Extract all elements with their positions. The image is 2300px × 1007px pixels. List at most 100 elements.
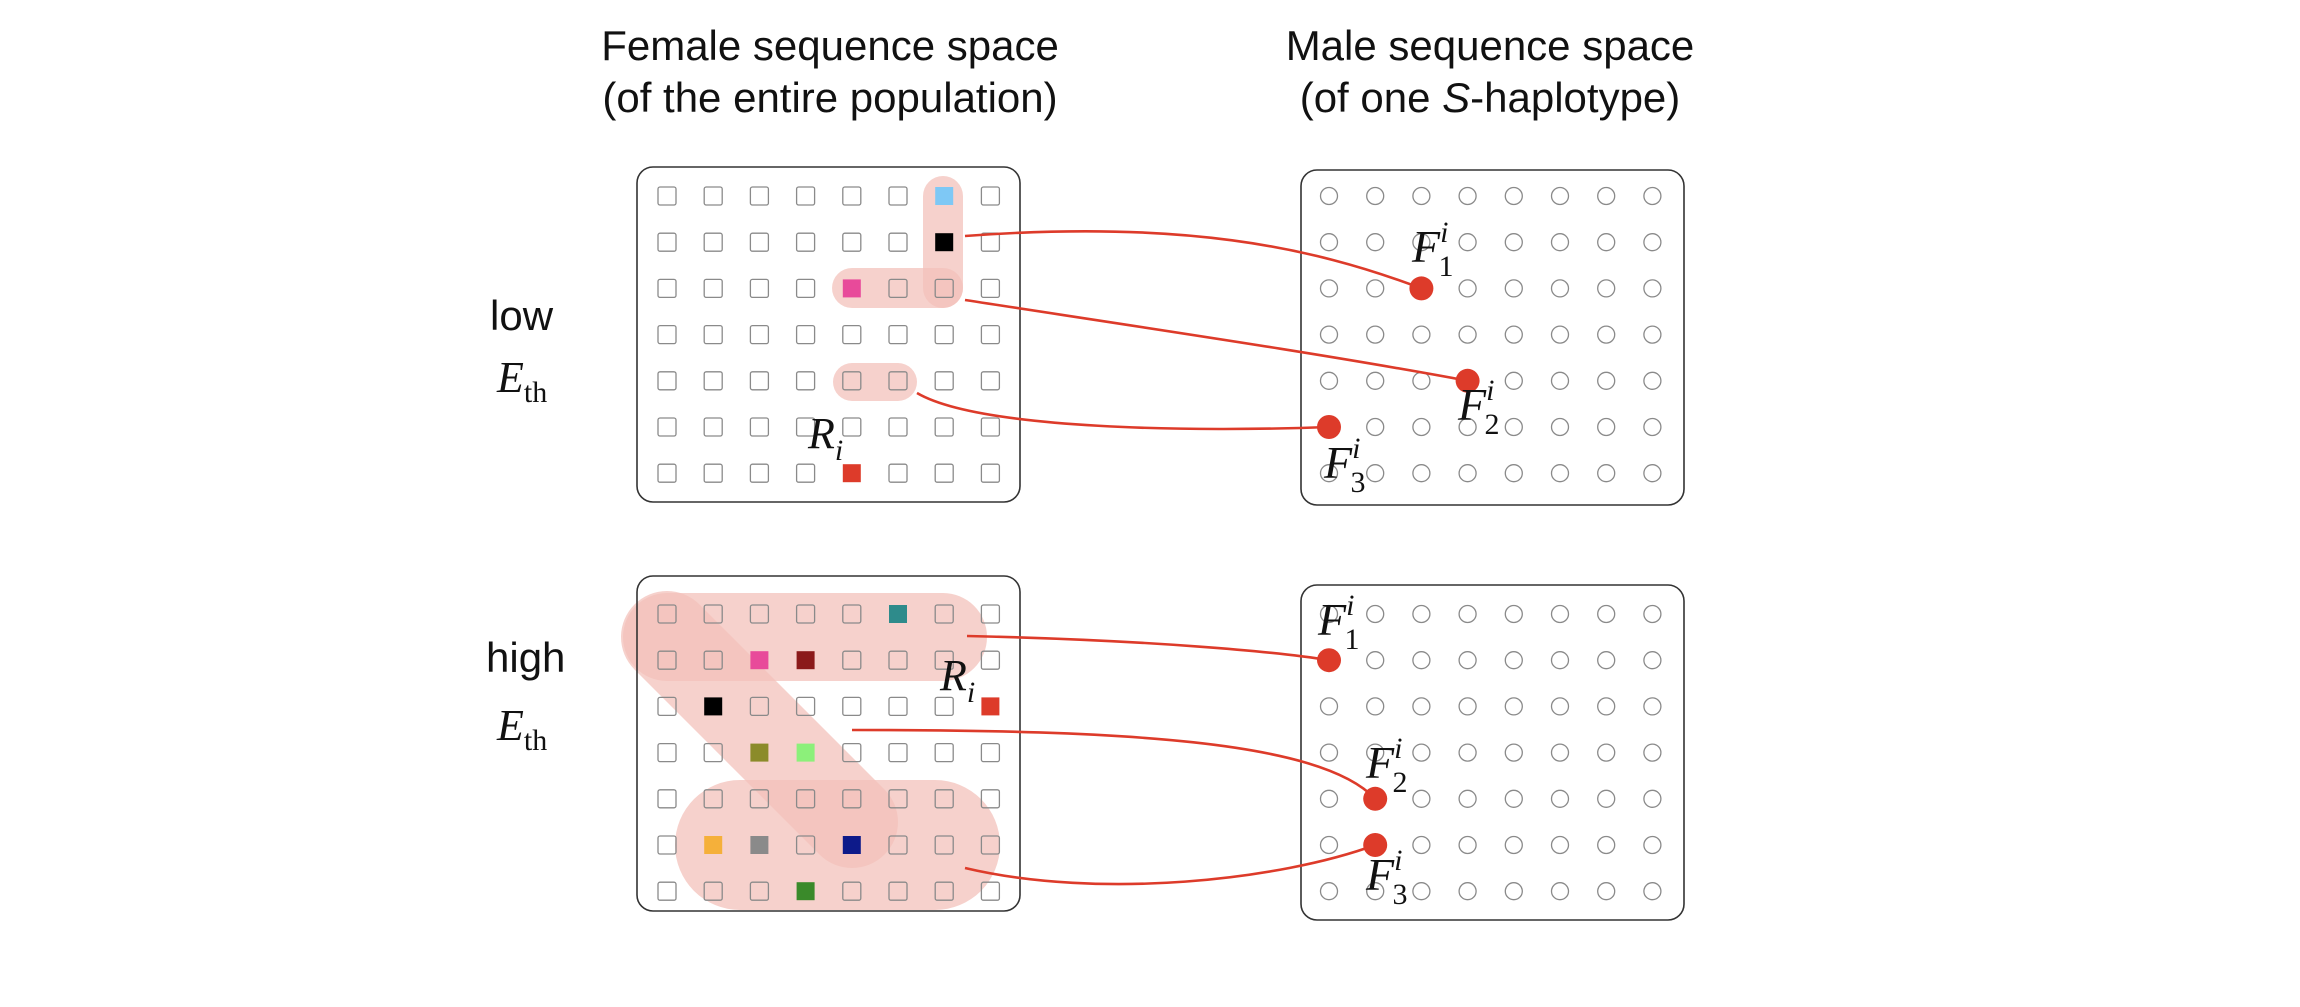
sequence-cell (980, 742, 1001, 763)
sequence-cell (657, 881, 677, 901)
male-sequence-node (1412, 743, 1431, 762)
colored-sequence-cell (796, 651, 815, 670)
sequence-cell (749, 278, 770, 299)
link-curve-f2 (964, 298, 1468, 383)
sequence-cell (842, 789, 862, 809)
sequence-cell (980, 186, 1001, 206)
sequence-cell (657, 604, 677, 624)
male-sequence-node (1504, 325, 1523, 344)
male-sequence-node (1643, 325, 1662, 344)
sequence-cell (703, 232, 723, 252)
male-sequence-node (1458, 835, 1477, 855)
male-sequence-node (1550, 789, 1570, 808)
sequence-cell (888, 650, 908, 670)
female-header: Female sequence space (of the entire pop… (560, 20, 1100, 124)
male-sequence-node (1597, 371, 1616, 390)
sequence-cell (795, 324, 816, 345)
receptor-label: Ri (807, 409, 843, 467)
sequence-cell (749, 789, 770, 809)
sequence-cell (749, 371, 770, 391)
male-sequence-node (1643, 882, 1662, 901)
male-sequence-node (1412, 604, 1431, 624)
male-sequence-node (1412, 417, 1431, 437)
male-sequence-node (1597, 882, 1616, 901)
sequence-cell (842, 186, 862, 206)
sequence-cell (980, 789, 1001, 809)
colored-sequence-cell (842, 279, 861, 298)
sequence-cell (980, 604, 1001, 624)
male-sequence-node (1643, 417, 1662, 437)
female-panel (636, 166, 1021, 503)
male-panel (1300, 169, 1685, 506)
sequence-cell (934, 835, 954, 855)
colored-sequence-cell (750, 651, 769, 670)
male-sequence-node (1319, 882, 1339, 901)
sequence-cell (749, 604, 770, 624)
male-sequence-node (1550, 417, 1570, 437)
sequence-cell (888, 232, 908, 252)
sequence-cell (703, 604, 723, 624)
male-sequence-node (1412, 835, 1431, 855)
sequence-cell (657, 696, 677, 717)
sequence-cell (934, 417, 954, 437)
sequence-cell (657, 232, 677, 252)
link-curve-f1 (966, 634, 1330, 662)
male-sequence-node (1597, 186, 1616, 206)
male-sequence-node (1412, 789, 1431, 808)
sequence-cell (795, 463, 816, 483)
sequence-cell (934, 371, 954, 391)
sequence-cell (657, 278, 677, 299)
sequence-cell (888, 278, 908, 299)
sequence-cell (980, 324, 1001, 345)
sequence-cell (980, 650, 1001, 670)
male-sequence-node (1550, 325, 1570, 344)
male-sequence-node (1643, 604, 1662, 624)
colored-sequence-cell (935, 233, 954, 252)
male-sequence-node (1412, 697, 1431, 716)
sequence-cell (795, 371, 816, 391)
male-sequence-node (1366, 371, 1385, 390)
male-panel (1300, 584, 1685, 921)
sequence-cell (795, 835, 816, 855)
f-allele-dot-3 (1317, 415, 1341, 439)
sequence-cell (842, 417, 862, 437)
sequence-cell (888, 696, 908, 717)
sequence-cell (888, 789, 908, 809)
male-sequence-node (1366, 464, 1385, 483)
sequence-cell (703, 881, 723, 901)
male-header: Male sequence space (of one S-haplotype) (1240, 20, 1740, 124)
male-sequence-node (1597, 604, 1616, 624)
sequence-cell (842, 696, 862, 717)
sequence-cell (749, 417, 770, 437)
male-sequence-node (1319, 325, 1339, 344)
male-sequence-node (1504, 835, 1523, 855)
male-sequence-node (1504, 279, 1523, 298)
sequence-cell (842, 371, 862, 391)
sequence-cell (980, 835, 1001, 855)
sequence-cell (657, 371, 677, 391)
male-sequence-node (1412, 371, 1431, 390)
sequence-cell (888, 835, 908, 855)
sequence-cell (934, 881, 954, 901)
male-sequence-node (1504, 743, 1523, 762)
male-sequence-node (1458, 186, 1477, 206)
sequence-cell (657, 324, 677, 345)
f-allele-dot-3 (1363, 833, 1388, 857)
sequence-cell (842, 324, 862, 345)
row-label-high: high (486, 634, 566, 681)
sequence-cell (657, 835, 677, 855)
male-header-line1: Male sequence space (1285, 22, 1695, 69)
male-sequence-node (1597, 417, 1616, 437)
colored-sequence-cell (796, 882, 815, 901)
sequence-cell (703, 371, 723, 391)
male-sequence-node (1366, 325, 1385, 344)
sequence-cell (749, 232, 770, 252)
link-curve-f1 (964, 229, 1422, 290)
sequence-cell (657, 463, 677, 483)
sequence-cell (888, 324, 908, 345)
male-sequence-node (1597, 325, 1616, 344)
male-sequence-node (1643, 835, 1662, 855)
